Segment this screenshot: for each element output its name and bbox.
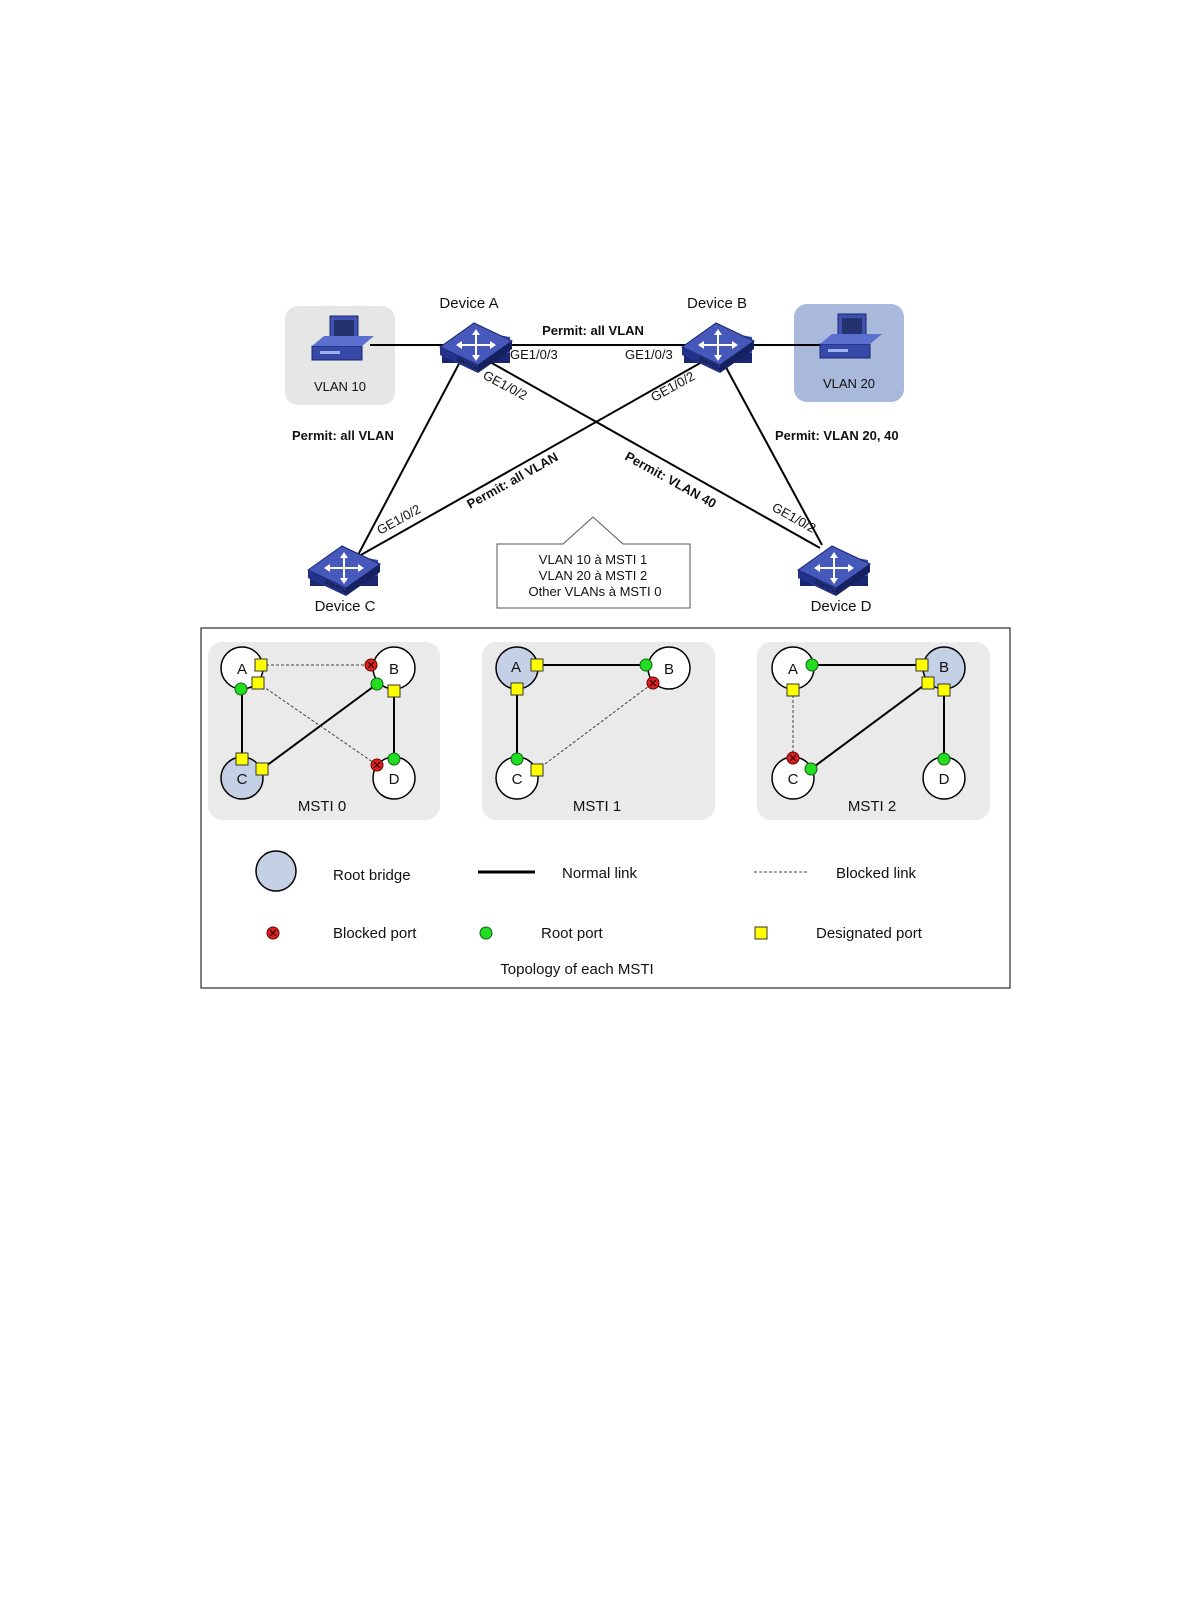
blocked-port-icon: [370, 758, 384, 772]
permit-a-b: Permit: all VLAN: [542, 323, 644, 338]
designated-port-icon: [786, 683, 800, 697]
root-port-icon: [805, 658, 819, 672]
msti1-panel: A B C MSTI 1: [482, 642, 715, 820]
link-a-c: [357, 357, 463, 556]
designated-port-icon: [530, 763, 544, 777]
msti2-title: MSTI 2: [848, 798, 896, 815]
msti1-label-b: B: [664, 661, 674, 678]
host-vlan10-label: VLAN 10: [314, 379, 366, 394]
port-b-ge102: GE1/0/2: [648, 368, 697, 404]
msti1-label-c: C: [512, 771, 523, 788]
msti0-title: MSTI 0: [298, 798, 346, 815]
designated-port-icon: [254, 658, 268, 672]
device-a-label: Device A: [439, 295, 498, 312]
root-port-icon: [234, 682, 248, 696]
designated-port-icon: [921, 676, 935, 690]
port-a-ge103: GE1/0/3: [510, 347, 558, 362]
msti2-panel: A B C D MSTI 2: [757, 642, 990, 820]
root-port-legend-icon: [479, 926, 493, 940]
msti1-title: MSTI 1: [573, 798, 621, 815]
root-bridge-legend-icon: [255, 850, 297, 892]
host-vlan20-label: VLAN 20: [823, 376, 875, 391]
designated-port-icon: [235, 752, 249, 766]
blocked-port-icon: [364, 658, 378, 672]
port-c-ge102: GE1/0/2: [374, 501, 423, 537]
msti0-label-c: C: [237, 771, 248, 788]
legend-root-port: Root port: [541, 925, 604, 942]
root-port-icon: [370, 677, 384, 691]
root-port-icon: [387, 752, 401, 766]
root-port-icon: [639, 658, 653, 672]
legend-root-bridge: Root bridge: [333, 867, 411, 884]
port-b-ge103: GE1/0/3: [625, 347, 673, 362]
legend: Root bridge Normal link Blocked link Blo…: [255, 850, 923, 978]
designated-port-icon: [937, 683, 951, 697]
link-b-c: [351, 361, 703, 561]
legend-designated-port: Designated port: [816, 925, 923, 942]
blocked-port-legend-icon: [266, 926, 280, 940]
permit-a-c: Permit: all VLAN: [292, 428, 394, 443]
legend-normal-link: Normal link: [562, 865, 638, 882]
legend-blocked-port: Blocked port: [333, 925, 417, 942]
link-a-d: [489, 361, 821, 549]
msti0-label-a: A: [237, 661, 247, 678]
root-port-icon: [804, 762, 818, 776]
mapping-line-2: VLAN 20 à MSTI 2: [539, 568, 647, 583]
designated-port-icon: [251, 676, 265, 690]
msti2-label-b: B: [939, 659, 949, 676]
vlan-mapping-callout: [496, 516, 691, 609]
msti2-label-c: C: [788, 771, 799, 788]
mapping-line-1: VLAN 10 à MSTI 1: [539, 552, 647, 567]
msti0-label-d: D: [389, 771, 400, 788]
root-port-icon: [937, 752, 951, 766]
mapping-line-3: Other VLANs à MSTI 0: [529, 584, 662, 599]
designated-port-icon: [915, 658, 929, 672]
msti-caption: Topology of each MSTI: [500, 961, 653, 978]
device-b-label: Device B: [687, 295, 747, 312]
permit-b-d: Permit: VLAN 20, 40: [775, 428, 899, 443]
msti1-label-a: A: [511, 659, 521, 676]
designated-port-icon: [510, 682, 524, 696]
designated-port-icon: [530, 658, 544, 672]
designated-port-icon: [387, 684, 401, 698]
device-c-label: Device C: [315, 598, 376, 615]
permit-b-c: Permit: all VLAN: [464, 449, 560, 512]
blocked-port-icon: [786, 751, 800, 765]
designated-port-icon: [255, 762, 269, 776]
port-a-ge102: GE1/0/2: [481, 367, 530, 403]
permit-a-d: Permit: VLAN 40: [623, 449, 719, 512]
link-b-d: [721, 359, 823, 546]
legend-blocked-link: Blocked link: [836, 865, 917, 882]
device-d-label: Device D: [811, 598, 872, 615]
msti2-label-a: A: [788, 661, 798, 678]
msti0-panel: A B C D MSTI 0: [208, 642, 440, 820]
msti2-label-d: D: [939, 771, 950, 788]
designated-port-legend-icon: [754, 926, 768, 940]
port-d-ge102: GE1/0/2: [770, 500, 819, 536]
root-port-icon: [510, 752, 524, 766]
blocked-port-icon: [646, 676, 660, 690]
msti0-label-b: B: [389, 661, 399, 678]
